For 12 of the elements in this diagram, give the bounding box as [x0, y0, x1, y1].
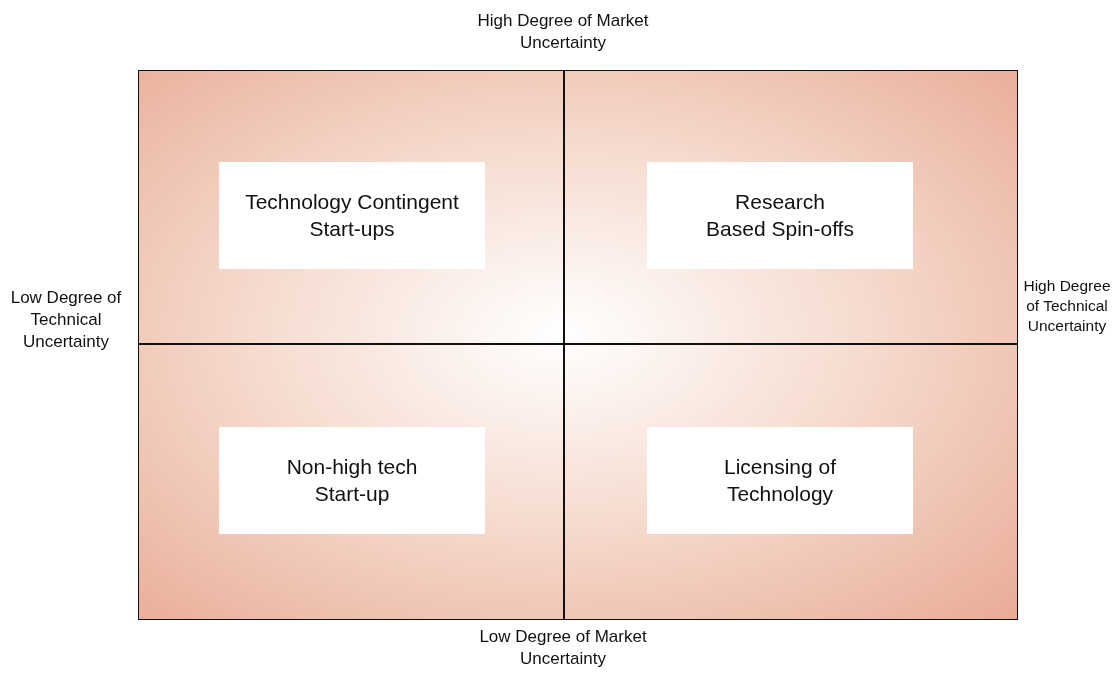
axis-label: Low Degree of Technical Uncertainty [9, 287, 123, 354]
axis-label: High Degree of Technical Uncertainty [1022, 276, 1112, 337]
quadrant-label: Technology Contingent Start-ups [244, 189, 460, 242]
quadrant-box [647, 162, 913, 269]
axis-label: Low Degree of Market Uncertainty [478, 626, 648, 671]
axis-label: High Degree of Market Uncertainty [476, 10, 650, 55]
quadrant-label: Research Based Spin-offs [705, 189, 855, 242]
quadrant-label: Licensing of Technology [722, 454, 838, 507]
quadrant-label: Non-high tech Start-up [285, 454, 419, 507]
quadrant-box [219, 427, 485, 534]
quadrant-box [647, 427, 913, 534]
quadrant-box [219, 162, 485, 269]
